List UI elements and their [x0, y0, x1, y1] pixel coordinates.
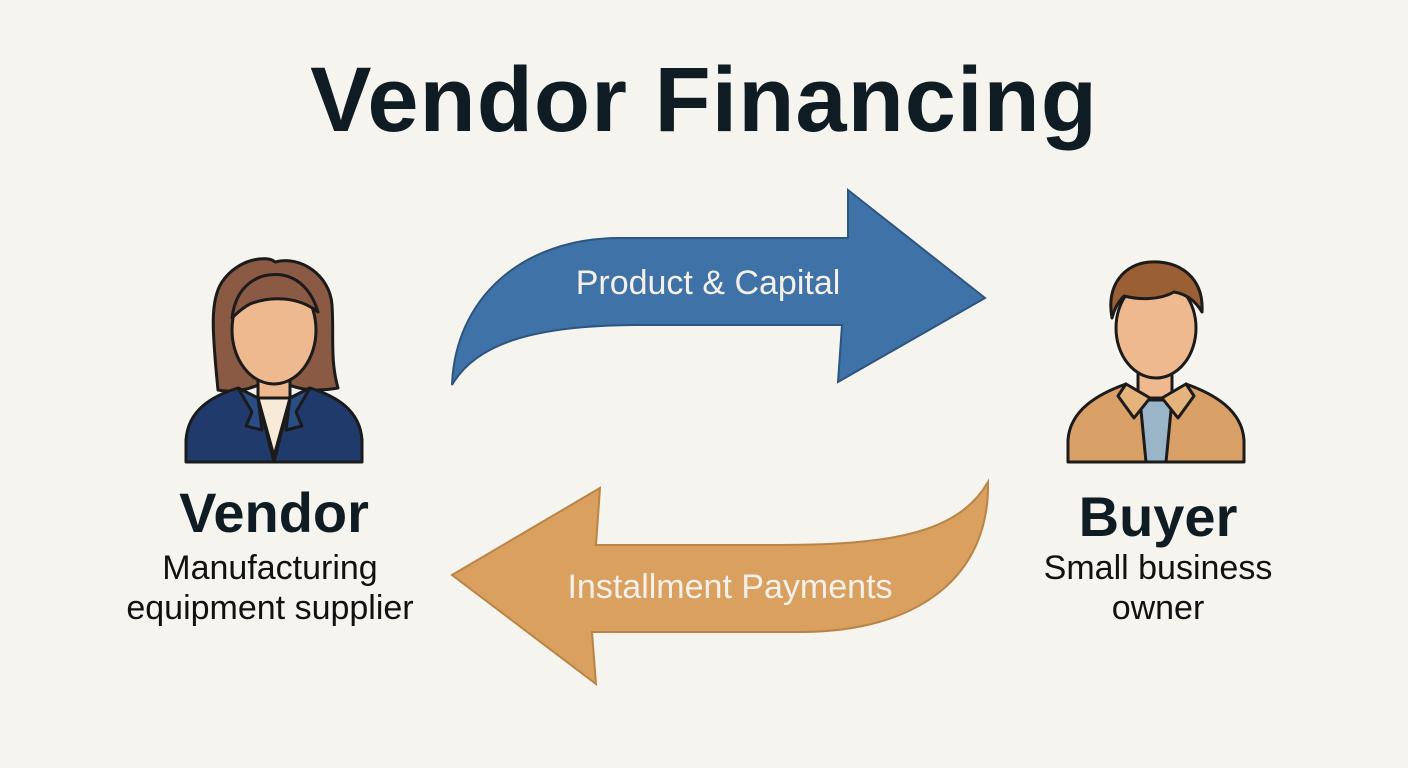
buyer-description-line2: owner — [1111, 589, 1205, 627]
buyer-name: Buyer — [1078, 485, 1238, 548]
vendor-description-line2: equipment supplier — [126, 589, 414, 627]
product-capital-arrow — [451, 187, 987, 386]
diagram-title: Vendor Financing — [310, 49, 1098, 151]
vendor-description-line1: Manufacturing — [162, 549, 378, 587]
product-capital-label: Product & Capital — [575, 264, 841, 302]
buyer-avatar-icon — [1066, 260, 1246, 464]
vendor-avatar-icon — [184, 257, 364, 464]
buyer-description-line1: Small business — [1043, 549, 1273, 587]
installment-payments-arrow — [450, 478, 990, 687]
vendor-name: Vendor — [179, 481, 369, 544]
installment-payments-label: Installment Payments — [567, 568, 893, 606]
